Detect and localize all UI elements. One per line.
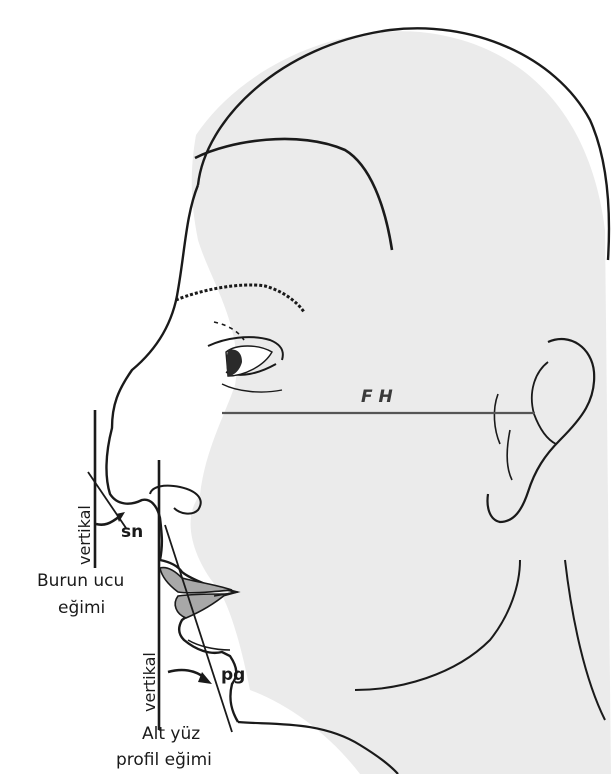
sn-label: sn bbox=[121, 522, 143, 542]
lower-face-label-line2: profil eğimi bbox=[116, 750, 212, 770]
fh-label: F H bbox=[361, 387, 393, 407]
chin-crease bbox=[188, 640, 230, 650]
chin-angle-arrow bbox=[168, 670, 205, 678]
lower-face-label-line1: Alt yüz bbox=[142, 724, 200, 744]
pg-label: pg bbox=[221, 665, 245, 685]
lower-lip bbox=[175, 594, 226, 618]
nose-angle-arrow bbox=[96, 516, 120, 525]
nose-tip-label-line1: Burun ucu bbox=[37, 571, 124, 591]
face-shading bbox=[191, 31, 611, 774]
vertical-label-upper: vertikal bbox=[75, 505, 94, 565]
vertical-label-lower: vertikal bbox=[140, 652, 159, 712]
nose-tip-label-line2: eğimi bbox=[58, 598, 105, 618]
